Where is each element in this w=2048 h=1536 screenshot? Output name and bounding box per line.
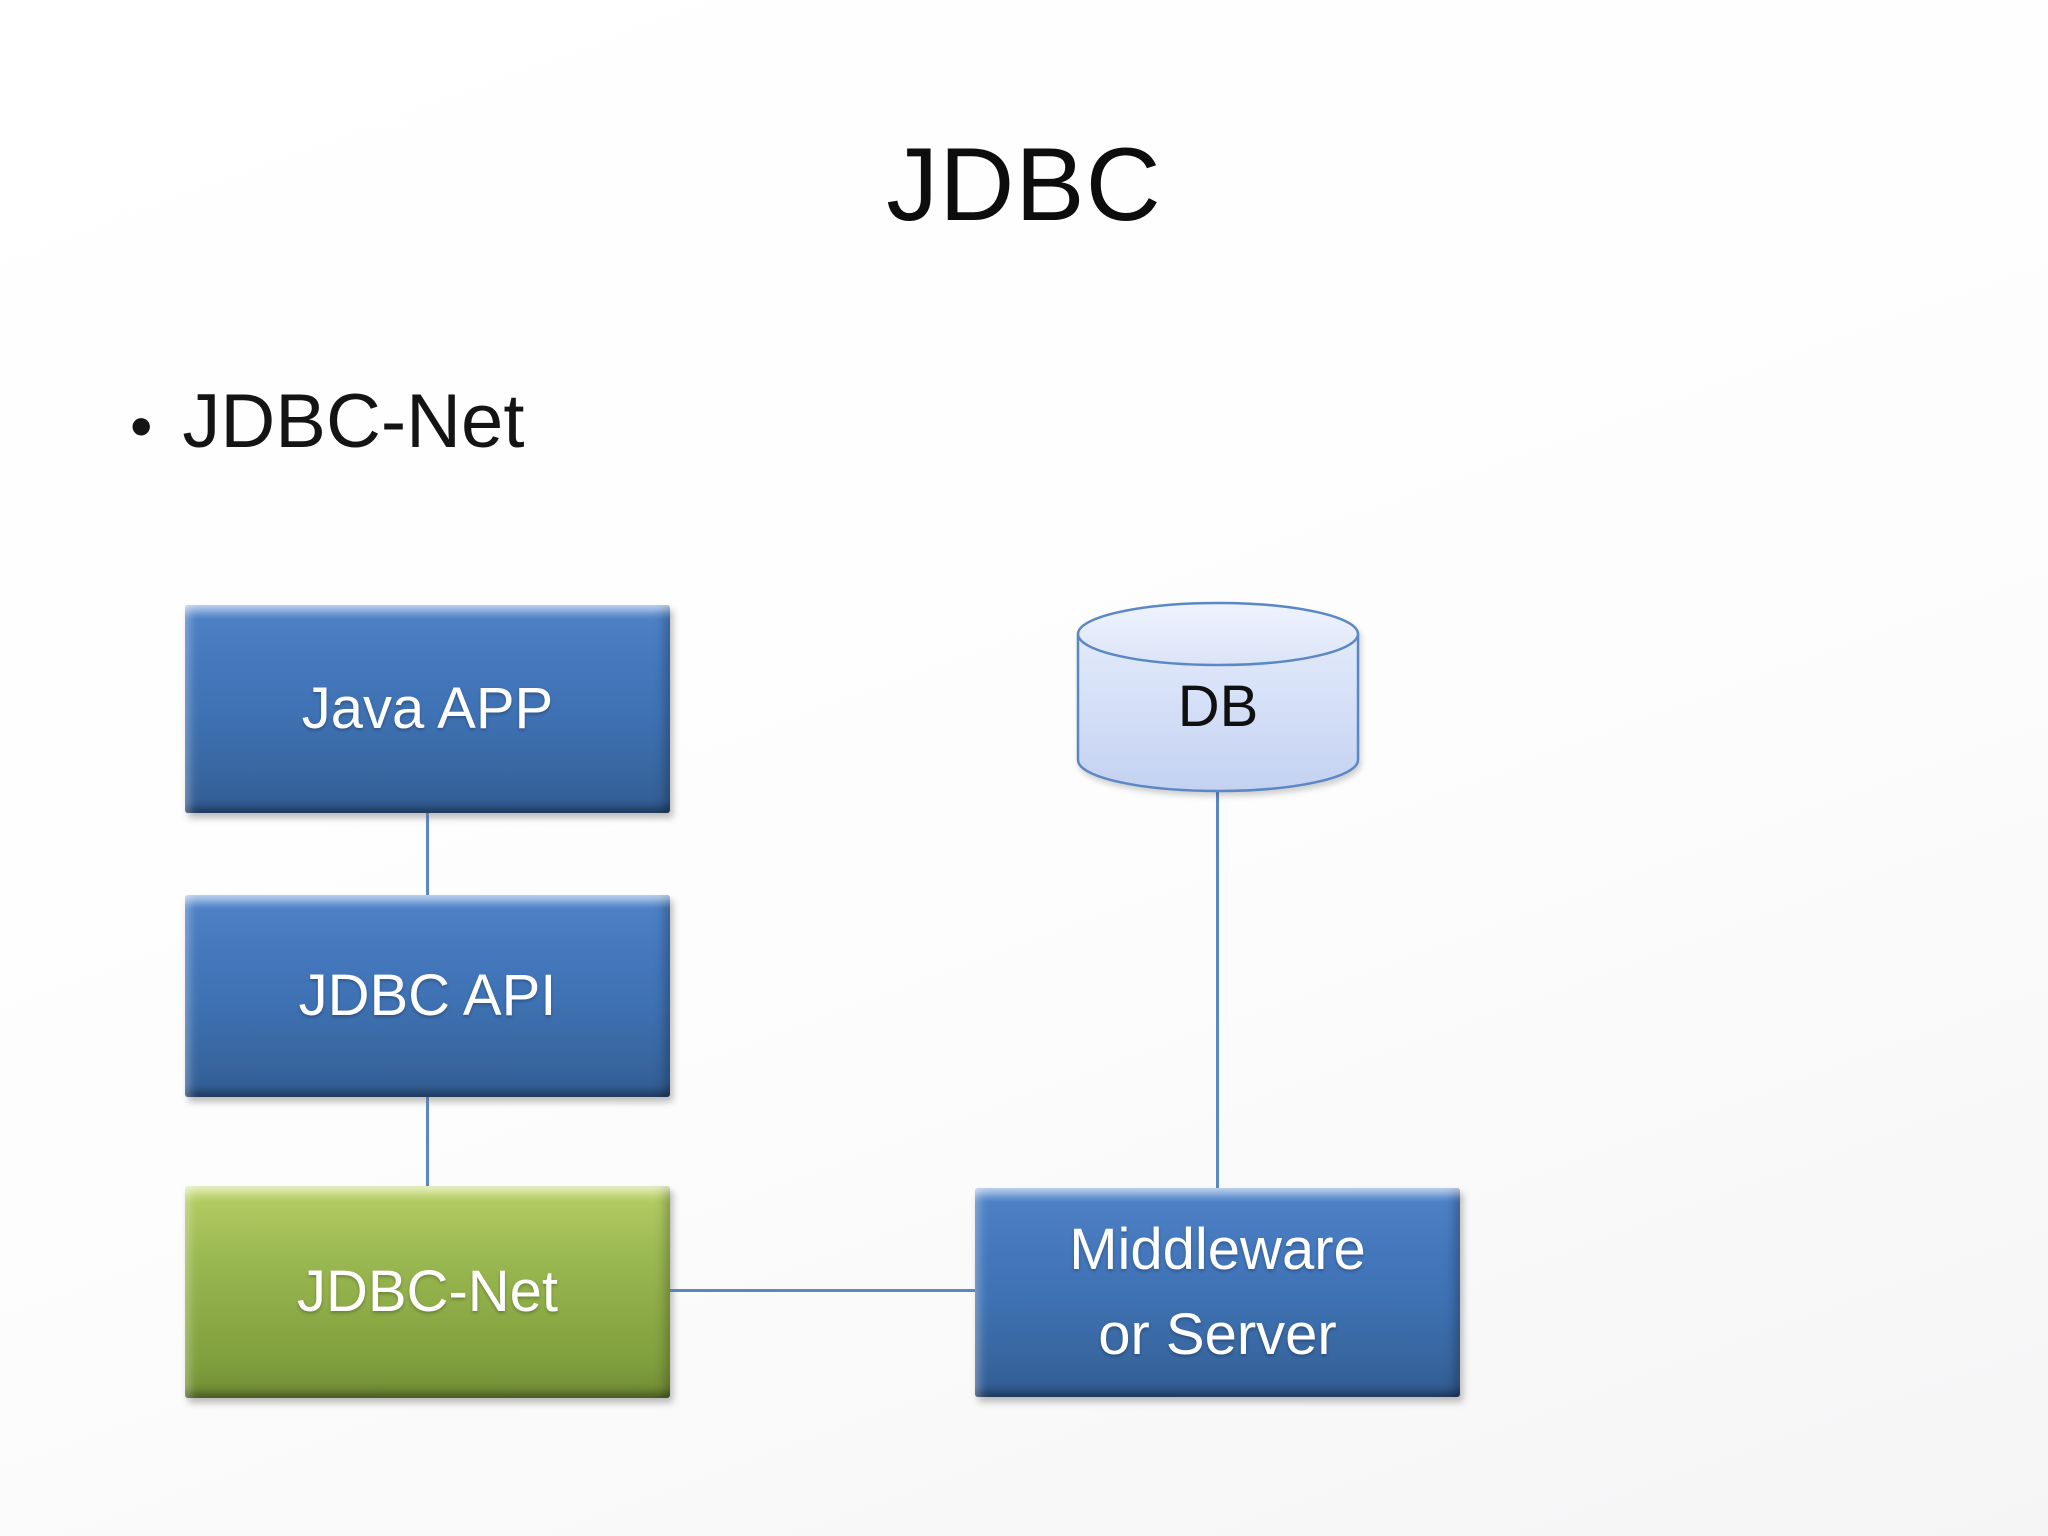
connector-jdbc-api-to-jdbc-net (426, 1097, 429, 1188)
node-jdbc-api-label: JDBC API (298, 962, 557, 1028)
connector-jdbc-net-to-middleware (670, 1289, 977, 1292)
connector-java-app-to-jdbc-api (426, 813, 429, 897)
node-middleware-or-server: Middleware or Server (975, 1188, 1460, 1397)
node-db-label: DB (1177, 674, 1259, 739)
bullet-item: • JDBC-Net (130, 378, 524, 465)
bullet-marker: • (130, 389, 153, 462)
node-middleware-label-line2: or Server (1098, 1301, 1337, 1367)
bullet-label: JDBC-Net (182, 379, 525, 464)
node-java-app: Java APP (185, 605, 670, 813)
slide-title: JDBC (886, 127, 1162, 243)
db-cylinder-shape (1076, 601, 1360, 793)
connector-db-to-middleware (1216, 790, 1219, 1190)
node-java-app-label: Java APP (301, 675, 554, 741)
node-jdbc-api: JDBC API (185, 895, 670, 1097)
node-jdbc-net-label: JDBC-Net (296, 1258, 559, 1324)
node-middleware-label-line1: Middleware (1069, 1216, 1366, 1282)
node-jdbc-net: JDBC-Net (185, 1186, 670, 1398)
